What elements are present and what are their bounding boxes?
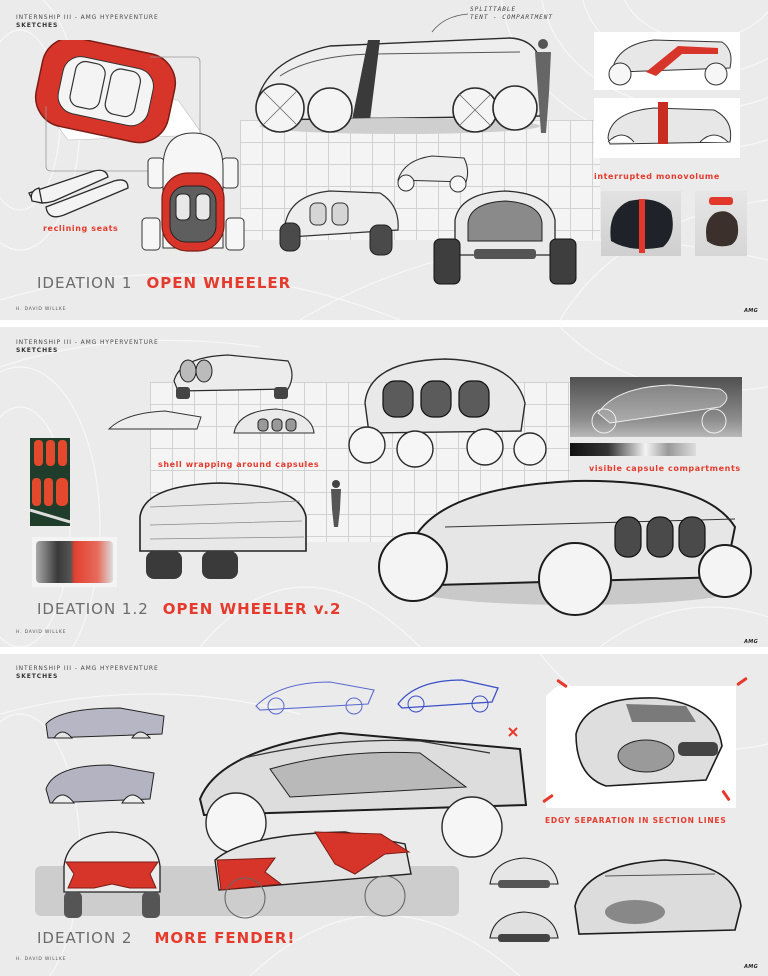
project-title: INTERNSHIP III - AMG HYPERVENTURE (16, 665, 159, 672)
handwritten-note-line-1: SPLITTABLE (470, 6, 517, 13)
caption-visible-capsule-compartments: visible capsule compartments (589, 464, 741, 473)
reclining-seats-sketch (28, 169, 129, 218)
ideation-title: OPEN WHEELER v.2 (162, 600, 342, 618)
rock-with-red-band-photo (601, 191, 681, 256)
author-name: H. DAVID WILLKE (16, 630, 67, 635)
caption-shell-wrapping: shell wrapping around capsules (158, 460, 320, 469)
three-quarter-red-sketch (214, 831, 412, 919)
framed-top-rear-sketch (546, 686, 736, 808)
human-figure-scale (331, 480, 341, 527)
small-vehicle-sketch (397, 155, 469, 193)
human-figure-scale (535, 39, 551, 133)
caption-interrupted-monovolume: interrupted monovolume (594, 172, 720, 181)
rear-three-quarter-capsule-sketch (348, 358, 547, 468)
low-side-sketch (107, 410, 202, 430)
ideation-heading: IDEATION 1.2 OPEN WHEELER v.2 (37, 600, 341, 618)
caption-reclining-seats: reclining seats (43, 224, 119, 233)
top-view-vehicle-sketch (141, 132, 245, 252)
ideation-number: IDEATION 1.2 (37, 600, 149, 618)
amg-logo: AMG (744, 639, 758, 645)
project-title: INTERNSHIP III - AMG HYPERVENTURE (16, 14, 159, 21)
caption-edgy-separation: EDGY SEPARATION IN SECTION LINES (545, 816, 727, 825)
rear-view-red-sketch (63, 831, 161, 918)
ideation-number: IDEATION 2 (37, 929, 133, 947)
project-title: INTERNSHIP III - AMG HYPERVENTURE (16, 339, 159, 346)
gradient-capsule-swatch (32, 537, 117, 587)
board-ideation-2: INTERNSHIP III - AMG HYPERVENTURE SKETCH… (0, 654, 768, 976)
three-quarter-vehicle-sketch (279, 190, 399, 256)
blue-line-sketch-2 (397, 679, 499, 713)
board-ideation-1: INTERNSHIP III - AMG HYPERVENTURE SKETCH… (0, 0, 768, 320)
ideation-heading: IDEATION 1 OPEN WHEELER (37, 274, 291, 292)
ideation-number: IDEATION 1 (37, 274, 133, 292)
blue-line-sketch-1 (255, 681, 375, 715)
main-rear-three-quarter-sketch (378, 479, 752, 616)
gradient-swatch-strip (570, 443, 696, 456)
board-header: INTERNSHIP III - AMG HYPERVENTURE SKETCH… (16, 14, 159, 30)
frame-corner-mark (736, 676, 748, 687)
ideation-title: OPEN WHEELER (146, 274, 292, 292)
board-header: INTERNSHIP III - AMG HYPERVENTURE SKETCH… (16, 665, 159, 681)
amg-logo: AMG (744, 964, 758, 970)
board-header: INTERNSHIP III - AMG HYPERVENTURE SKETCH… (16, 339, 159, 355)
red-capsule-lights-photo (30, 438, 70, 526)
handwritten-note-line-2: TENT - COMPARTMENT (470, 14, 554, 21)
main-fender-side-sketch (198, 731, 528, 858)
section-subtitle: SKETCHES (16, 347, 59, 354)
rock-with-red-disc-photo (695, 191, 747, 256)
ideation-title: MORE FENDER! (154, 929, 296, 947)
seat-capsule-top-view-sketch (34, 40, 204, 144)
board-ideation-1-2: INTERNSHIP III - AMG HYPERVENTURE SKETCH… (0, 327, 768, 647)
author-name: H. DAVID WILLKE (16, 957, 67, 962)
section-subtitle: SKETCHES (16, 22, 59, 29)
note-leader-line (431, 13, 469, 33)
side-sketch-small-1 (45, 707, 165, 739)
handwritten-note: SPLITTABLE TENT - COMPARTMENT (470, 6, 553, 22)
side-sketch-red-diagonal (594, 32, 740, 90)
small-front-sketch-2 (489, 911, 559, 942)
render-transparent-body (570, 377, 742, 437)
amg-logo: AMG (744, 308, 758, 314)
large-shell-side-sketch (139, 482, 307, 579)
rear-capsule-sketch (173, 354, 293, 399)
red-x-mark-icon (508, 727, 518, 737)
small-front-sketch-1 (489, 857, 559, 888)
rear-three-quarter-sketch (574, 859, 742, 935)
main-side-view-vehicle-sketch (255, 37, 543, 134)
side-sketch-small-2 (45, 764, 155, 804)
front-view-vehicle-sketch (433, 190, 577, 285)
author-name: H. DAVID WILLKE (16, 307, 67, 312)
capsule-side-sketch (233, 408, 315, 434)
ideation-heading: IDEATION 2 MORE FENDER! (37, 929, 295, 947)
section-subtitle: SKETCHES (16, 673, 59, 680)
side-sketch-red-band (594, 98, 740, 158)
